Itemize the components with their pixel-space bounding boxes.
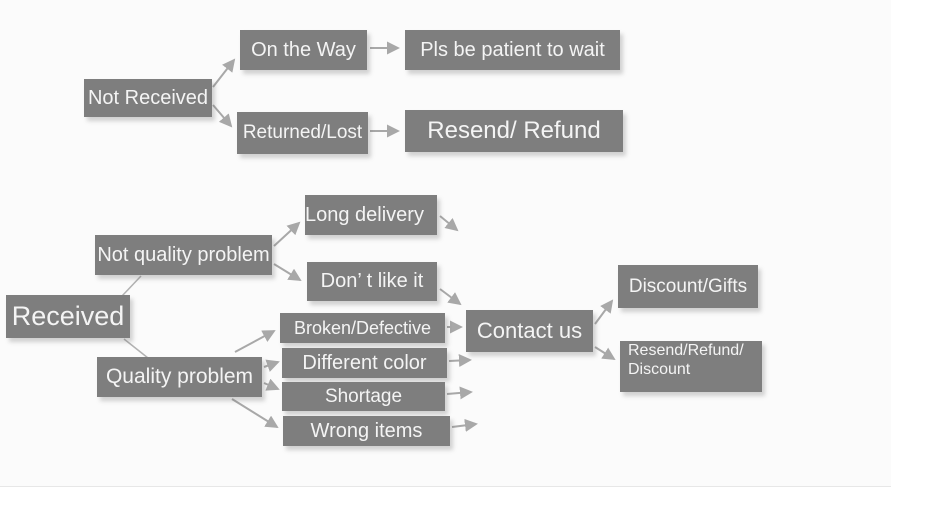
- arrow-diff-color-out: [448, 354, 472, 368]
- arrow-quality-to-shortage: [263, 378, 280, 391]
- node-long-delivery: Long delivery: [305, 195, 437, 235]
- line-received-to-not-quality: [121, 275, 142, 297]
- arrow-shortage-out: [446, 386, 473, 400]
- node-contact-us: Contact us: [466, 310, 593, 352]
- arrow-not-quality-to-dont-like: [273, 263, 302, 282]
- node-resend-refund: Resend/ Refund: [405, 110, 623, 152]
- arrow-long-delivery-out: [439, 215, 459, 232]
- node-resend-refund-discount-line2: Discount: [628, 361, 691, 379]
- node-on-the-way: On the Way: [240, 30, 367, 70]
- node-broken-defective: Broken/Defective: [280, 313, 445, 343]
- arrow-contact-us-to-resend-refund-discount: [594, 346, 616, 361]
- arrow-not-received-to-returned-lost: [212, 104, 233, 128]
- node-dont-like-it: Don’ t like it: [307, 262, 437, 301]
- arrow-not-quality-to-long-delivery: [273, 221, 301, 247]
- node-resend-refund-discount-line1: Resend/Refund/: [628, 342, 744, 359]
- node-different-color: Different color: [282, 348, 447, 378]
- node-not-quality-problem: Not quality problem: [95, 235, 272, 275]
- arrow-quality-to-wrong-items: [231, 398, 279, 429]
- line-received-to-quality: [123, 338, 149, 359]
- node-returned-lost: Returned/Lost: [237, 112, 368, 154]
- arrow-quality-to-diff-color: [263, 359, 280, 372]
- arrow-not-received-to-on-the-way: [212, 58, 236, 88]
- node-pls-be-patient: Pls be patient to wait: [405, 30, 620, 70]
- node-quality-problem: Quality problem: [97, 357, 262, 397]
- node-discount-gifts: Discount/Gifts: [618, 265, 758, 308]
- node-received: Received: [6, 295, 130, 338]
- arrow-quality-to-broken: [234, 330, 276, 353]
- arrow-contact-us-to-discount-gifts: [594, 299, 614, 325]
- node-wrong-items: Wrong items: [283, 416, 450, 446]
- node-shortage: Shortage: [282, 382, 445, 411]
- node-resend-refund-discount: Resend/Refund/ Discount: [620, 341, 762, 392]
- arrow-wrong-items-out: [451, 418, 478, 432]
- arrow-dont-like-to-contact-us: [439, 288, 462, 306]
- node-not-received: Not Received: [84, 79, 212, 117]
